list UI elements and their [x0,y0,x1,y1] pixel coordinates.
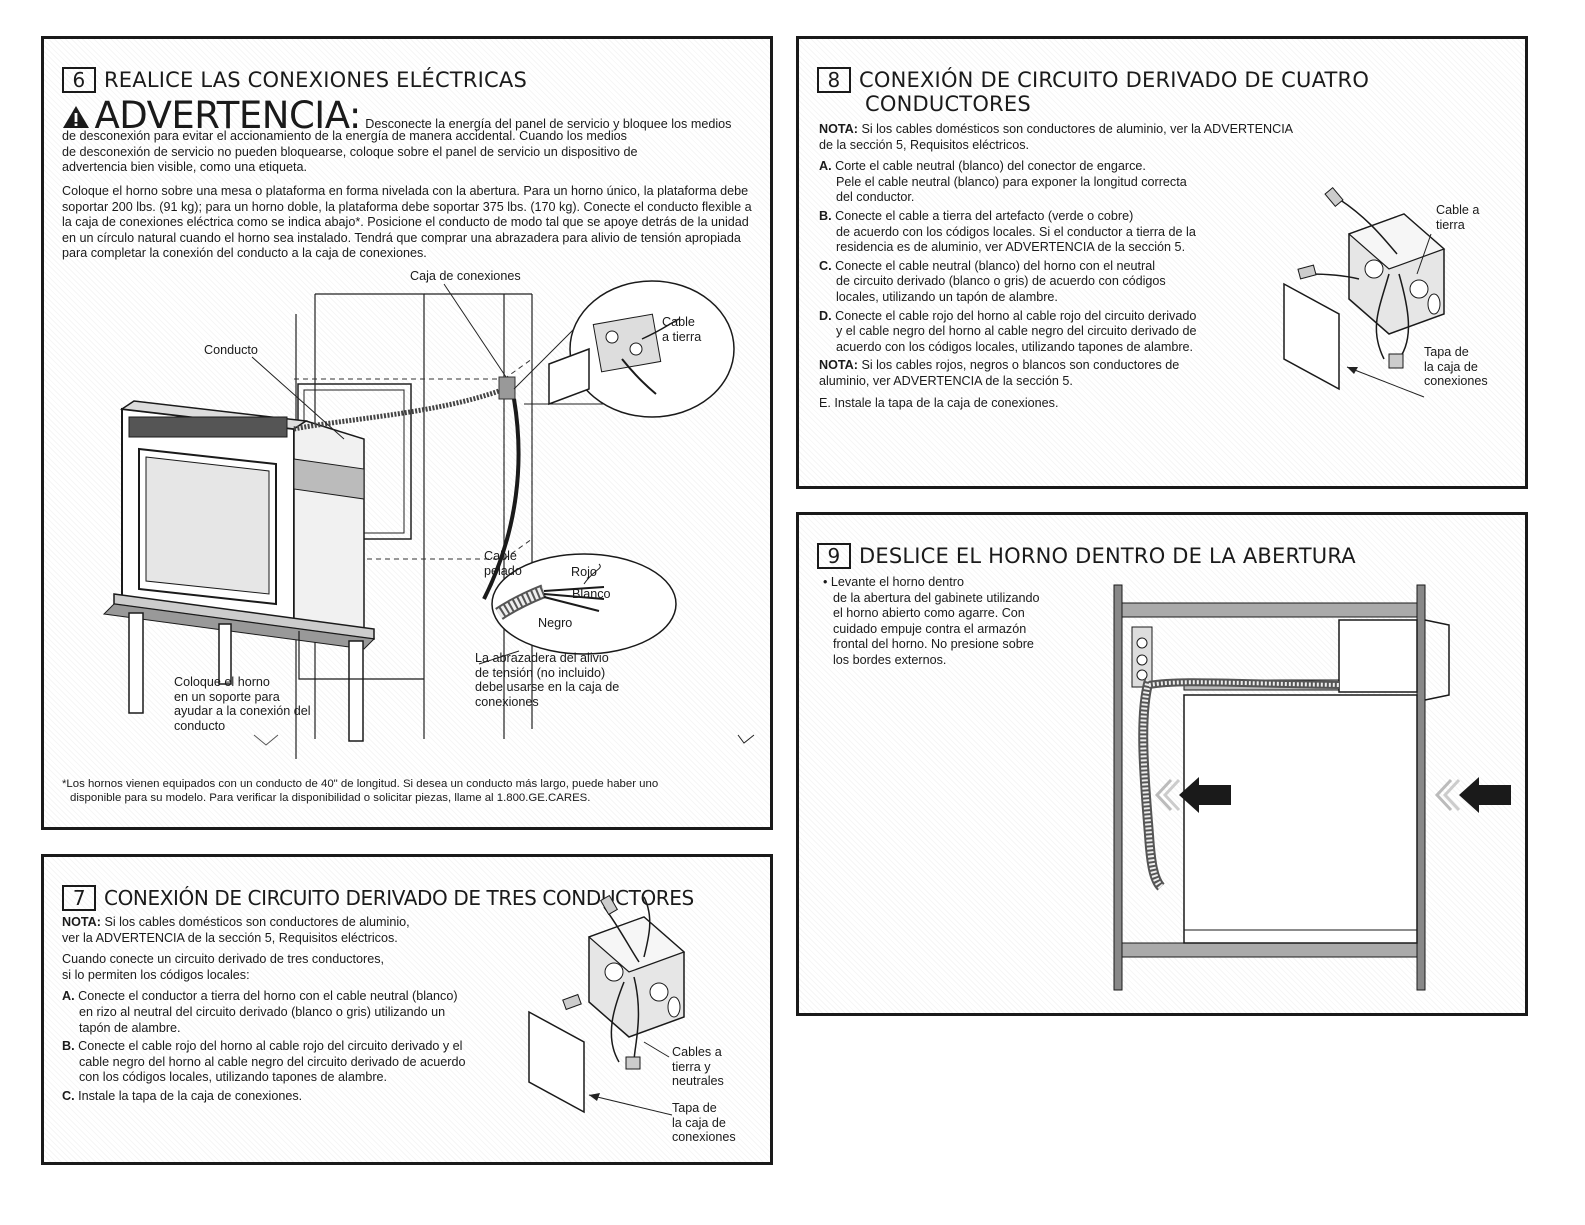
step-c: C. Instale la tapa de la caja de conexio… [62,1088,303,1103]
label-cables-tierra-neutrales: Cables a tierra y neutrales [672,1045,724,1088]
label-cable-tierra: Cable a tierra [662,315,702,344]
junction-box-illustration-8 [1283,186,1446,398]
label-abrazadera: La abrazadera del alivio de tensión (no … [475,651,620,709]
label-cable-tierra-8: Cable a tierra [1436,203,1480,232]
label-conducto: Conducto [204,343,258,357]
warning-word: ADVERTENCIA: [94,94,361,137]
section-7-text: NOTA: Si los cables domésticos son condu… [62,915,542,1108]
section-6-paragraph: Coloque el horno sobre una mesa o plataf… [62,184,752,261]
warning-heading: ADVERTENCIA: Desconecte la energía del p… [62,94,731,137]
label-caja-conexiones: Caja de conexiones [410,269,521,283]
label-blanco: Blanco [572,587,611,601]
section-8-title-line2: CONDUCTORES [865,92,1031,116]
label-tapa-caja-8: Tapa de la caja de conexiones [1424,345,1488,388]
oven-installation-illustration [102,280,755,759]
step-c: C. Conecte el cable neutral (blanco) del… [819,258,1166,304]
warning-text: de desconexión para evitar el accionamie… [62,129,638,175]
label-tapa-caja-7: Tapa de la caja de conexiones [672,1101,736,1144]
section-number: 8 [817,67,851,93]
step-a: A. Conecte el conductor a tierra del hor… [62,989,458,1035]
section-6-footnote: *Los hornos vienen equipados con un cond… [62,778,659,804]
section-number: 7 [62,885,96,911]
label-rojo: Rojo [571,565,597,579]
step-b: B. Conecte el cable a tierra del artefac… [819,208,1196,255]
section-8-text: NOTA: Si los cables domésticos son condu… [819,122,1399,411]
section-number: 9 [817,543,851,569]
label-negro: Negro [538,616,573,630]
warning-first-line: Desconecte la energía del panel de servi… [365,117,732,131]
label-cable-pelado: Cable pelado [484,549,522,578]
junction-box-illustration-7 [528,894,686,1116]
section-number: 6 [62,67,96,93]
step-d: D. Conecte el cable rojo del horno al ca… [819,308,1197,354]
slide-oven-illustration [1113,584,1511,991]
step-a: A. Corte el cable neutral (blanco) del c… [819,159,1187,205]
warning-triangle-icon [63,106,89,128]
step-e: E. Instale la tapa de la caja de conexio… [819,395,1059,410]
step-b: B. Conecte el cable rojo del horno al ca… [62,1039,466,1085]
label-coloque-horno: Coloque el horno en un soporte para ayud… [174,675,311,733]
section-9-text: • Levante el horno dentro de la abertura… [823,575,1040,667]
